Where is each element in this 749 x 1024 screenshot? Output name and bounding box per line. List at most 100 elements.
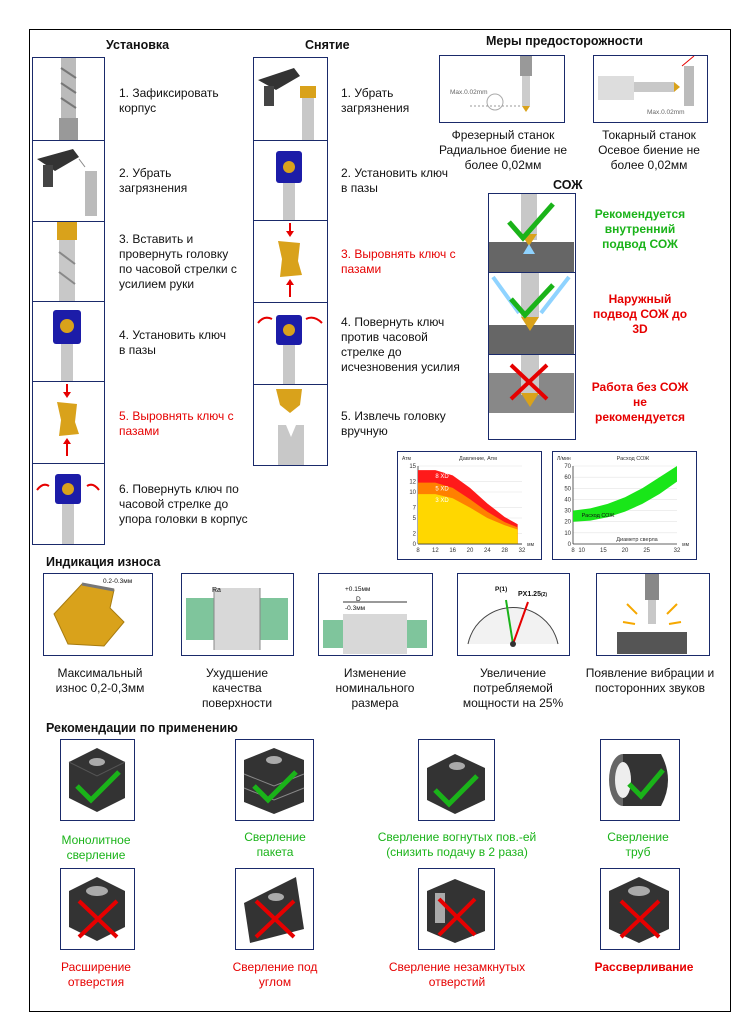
y-tick-label: 0 [413,542,417,548]
x-unit-label: мм [682,542,689,548]
power-gauge-image [457,573,570,656]
x-tick-label: 15 [600,548,607,554]
y-axis-label: Л/мин [557,456,571,462]
install-header: Установка [106,38,170,52]
rec-text-concave: Сверление вогнутых пов.-ей (снизить пода… [377,830,537,859]
removal-step3-text: 3. Выровнять ключ с пазами [341,247,456,276]
y-tick-label: 70 [564,464,571,470]
coolant-header: СОЖ [553,178,583,192]
install-step1-text: 1. Зафиксировать корпус [119,86,219,115]
install-step5-text: 5. Выровнять ключ с пазами [119,409,234,438]
wear-text-vibration: Появление вибрации и посторонних звуков [585,666,715,695]
dim-plus-text: +0.15мм [345,586,371,593]
y-tick-label: 50 [564,486,571,492]
dimension-change-image [318,573,433,656]
removal-step2-text: 2. Установить ключ в пазы [341,166,449,195]
dim-minus-text: -0.3мм [345,605,366,612]
series-label: 5 XD [435,487,449,493]
y-tick-label: 20 [564,520,571,526]
x-tick-label: 32 [674,548,681,554]
install-step3-text: 3. Вставить и провернуть головку по часо… [119,232,237,291]
x-tick-label: 25 [643,548,650,554]
notrec-text-open-hole: Сверление незамкнутых отверстий [388,960,526,989]
wear-text-power: Увеличение потребляемой мощности на 25% [462,666,564,710]
removal-step5-text: 5. Извлечь головку вручную [341,409,446,438]
install-step4-text: 4. Установить ключ в пазы [119,328,227,357]
removal-step5-image [253,384,328,466]
removal-step1-image [253,57,328,142]
x-tick-label: 8 [571,548,575,554]
notrec-angle-image [235,868,314,950]
notrec-text-reaming: Рассверливание [594,960,694,974]
gauge-p-label: P(1) [495,586,508,593]
x-tick-label: 32 [519,548,526,554]
notrec-open-hole-image [418,868,495,950]
chart-title: Расход СОЖ [617,456,650,462]
coolant-external-text: Наружный подвод СОЖ до 3D [592,292,688,336]
lathe-runout-image [593,55,708,123]
install-step6-image [32,463,105,545]
x-tick-label: 8 [416,548,420,554]
precautions-header: Меры предосторожности [486,34,643,48]
lathe-runout-label: Токарный станок Осевое биение не более 0… [598,128,700,172]
coolant-external-image [488,272,576,356]
x-unit-label: мм [527,542,534,548]
y-tick-label: 40 [564,497,571,503]
rec-tube-image [600,739,680,821]
removal-header: Снятие [305,38,350,52]
notrec-text-angle: Сверление под углом [232,960,318,989]
y-tick-label: 60 [564,475,571,481]
removal-step3-image [253,220,328,304]
milling-runout-image [439,55,565,123]
rec-concave-image [418,739,495,821]
flow-band [573,466,677,522]
series-area-3xd [418,494,518,544]
rec-stack-image [235,739,314,821]
y-axis-label: Атм [402,456,412,462]
y-tick-label: 10 [409,490,416,496]
wear-header: Индикация износа [46,555,161,569]
y-tick-label: 2 [413,532,417,538]
notrec-reaming-image [600,868,680,950]
removal-step1-text: 1. Убрать загрязнения [341,86,410,115]
rec-text-tube: Сверление труб [607,830,669,859]
notrec-text-enlarge: Расширение отверстия [61,960,131,989]
flow-band-label: Расход СОЖ [582,513,615,519]
surface-quality-image [181,573,294,656]
recommendations-header: Рекомендации по применению [46,721,238,735]
coolant-internal-image [488,193,576,274]
install-step4-image [32,301,105,383]
install-step2-text: 2. Убрать загрязнения [119,166,188,195]
coolant-none-image [488,354,576,440]
milling-runout-label: Фрезерный станок Радиальное биение не бо… [438,128,568,172]
wear-dim-text: 0.2-0.3мм [103,578,133,585]
removal-step4-text: 4. Повернуть ключ против часовой стрелке… [341,315,460,374]
gauge-px-label: PX1.25(2) [518,591,548,598]
x-tick-label: 16 [449,548,456,554]
x-axis-label: Диаметр сверла [616,537,658,543]
y-tick-label: 7 [413,506,417,512]
y-tick-label: 0 [568,542,572,548]
coolant-internal-text: Рекомендуется внутренний подвод СОЖ [594,207,686,251]
series-label: 8 XD [435,474,449,480]
install-step1-image [32,57,105,142]
rec-text-monolithic: Монолитное сверление [61,833,131,862]
wear-text-surface: Ухудшение качества поверхности [201,666,273,710]
y-tick-label: 12 [409,480,416,486]
page-frame [29,29,731,1012]
install-step2-image [32,140,105,223]
x-tick-label: 10 [578,548,585,554]
rec-monolithic-image [60,739,135,821]
x-tick-label: 28 [501,548,508,554]
chart-title: Давление, Атм [459,456,497,462]
x-tick-label: 24 [484,548,491,554]
wear-text-dimension: Изменение номинального размера [335,666,415,710]
removal-step4-image [253,302,328,386]
notrec-enlarge-image [60,868,135,950]
removal-step2-image [253,140,328,222]
x-tick-label: 20 [622,548,629,554]
